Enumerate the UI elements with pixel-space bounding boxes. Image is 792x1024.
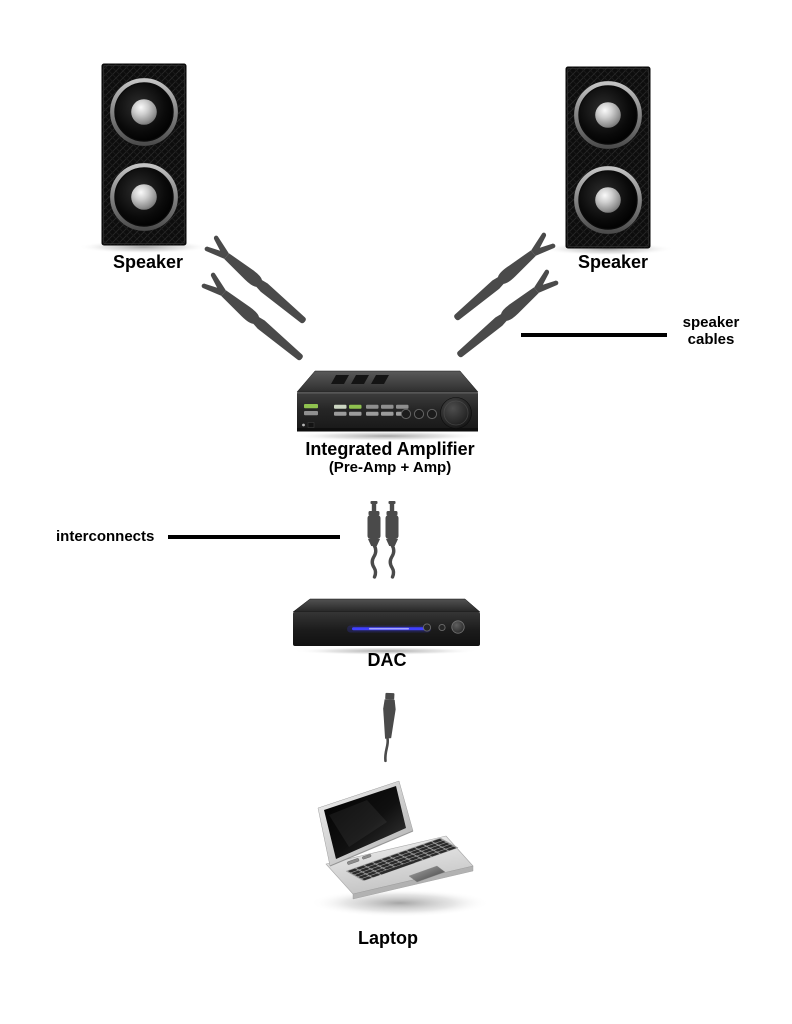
speaker-cables-annotation-line2: cables <box>687 331 735 348</box>
dac-label: DAC <box>367 650 407 670</box>
volume-knob-icon <box>440 397 472 429</box>
speaker-right-label: Speaker <box>577 252 649 272</box>
speaker-cables-pointer-line <box>521 333 667 337</box>
interconnects-pointer-line <box>168 535 340 539</box>
rca-interconnect-icon <box>383 499 401 579</box>
trackpad-icon <box>408 865 446 883</box>
speaker-left-label: Speaker <box>112 252 184 272</box>
interconnects-annotation: interconnects <box>56 528 155 545</box>
amplifier-sublabel: (Pre-Amp + Amp) <box>328 459 452 476</box>
speaker-cables-annotation: speaker cables <box>661 314 761 348</box>
integrated-amplifier-icon <box>291 370 483 441</box>
speaker-left-icon <box>102 64 186 245</box>
usb-cable-icon <box>383 692 396 763</box>
laptop-icon <box>310 780 490 917</box>
dac-icon <box>292 598 481 655</box>
laptop-screen <box>324 786 406 859</box>
speaker-cables-annotation-line1: speaker <box>682 314 740 331</box>
speaker-right-icon <box>566 67 650 248</box>
keyboard-icon <box>345 837 459 881</box>
rca-interconnect-icon <box>365 499 383 579</box>
amplifier-label: Integrated Amplifier <box>305 439 475 459</box>
laptop-label: Laptop <box>358 928 418 948</box>
